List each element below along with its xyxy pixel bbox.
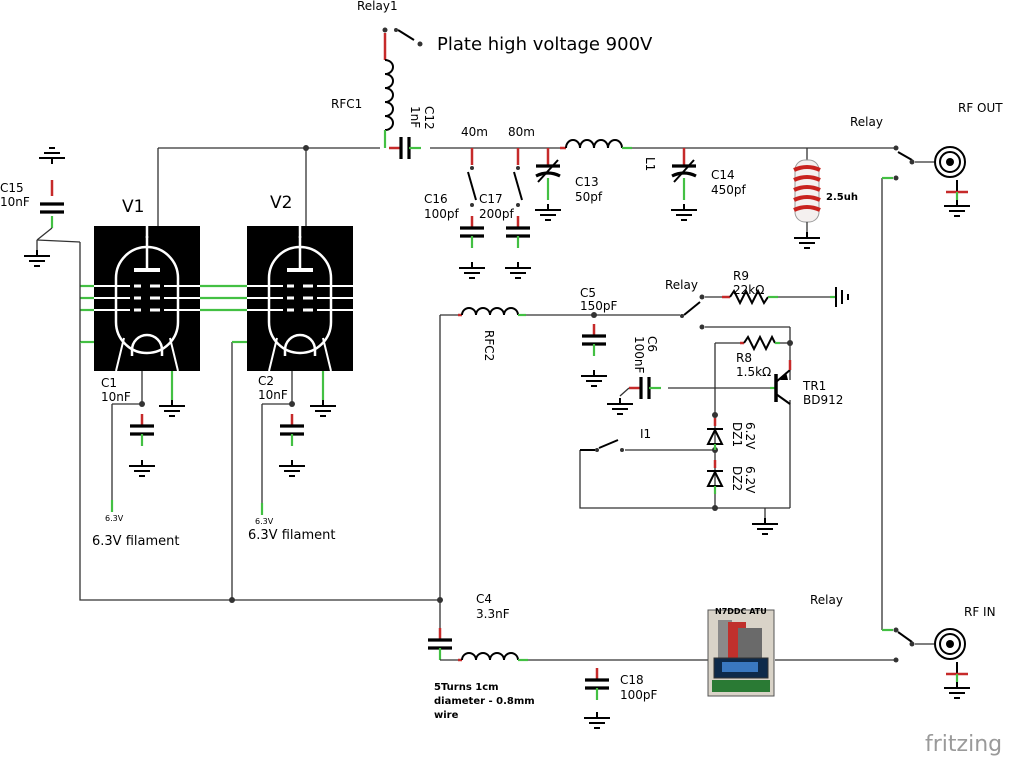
c6-capacitor <box>606 375 663 415</box>
r8-label: R8 <box>736 351 752 365</box>
tube-cathode-grounds <box>141 371 337 417</box>
zener-ground <box>751 508 779 535</box>
c13-value: 50pf <box>575 190 603 204</box>
c15-value: 10nF <box>0 195 30 209</box>
rf-out-connector <box>934 146 971 217</box>
c12-value: 1nF <box>408 106 422 128</box>
c2-value: 10nF <box>258 388 288 402</box>
atu-module <box>707 609 775 697</box>
c1-value: 10nF <box>101 390 131 404</box>
dz2-zener <box>706 460 724 494</box>
c17-value: 200pf <box>479 207 515 221</box>
c14-variable-capacitor <box>670 148 698 221</box>
c4-value: 3.3nF <box>476 607 510 621</box>
c15-capacitor <box>23 147 66 267</box>
c17-label: C17 <box>479 192 503 206</box>
tr1-transistor <box>770 360 792 405</box>
c18-capacitor <box>583 666 611 729</box>
c4-capacitor <box>426 626 458 662</box>
tube-v2 <box>245 221 355 373</box>
c13-label: C13 <box>575 175 599 189</box>
relay1-label: Relay1 <box>357 0 398 13</box>
i1-switch <box>580 439 624 452</box>
filament-1-label: 6.3V filament <box>92 534 179 549</box>
junction-dots <box>139 145 793 603</box>
c4-label: C4 <box>476 592 492 606</box>
c14-label: C14 <box>711 168 735 182</box>
c12-capacitor <box>387 135 423 161</box>
atu-label: N7DDC ATU <box>715 607 767 616</box>
choke-2-5uh <box>793 148 821 249</box>
rfc2-label: RFC2 <box>482 330 496 361</box>
mid-relay-switch <box>680 294 705 330</box>
c17-branch <box>504 148 532 279</box>
c5-capacitor <box>580 322 608 387</box>
c6-value: 100nF <box>632 336 646 374</box>
tr1-value: BD912 <box>803 393 843 407</box>
dz1-label: DZ1 <box>730 422 744 447</box>
rfc1-inductor <box>383 52 394 148</box>
relay-in-label: Relay <box>810 593 843 607</box>
v1-label: V1 <box>122 197 144 217</box>
dz2-label: DZ2 <box>730 466 744 491</box>
filament-supply-pads <box>110 500 264 515</box>
relay1-switch <box>382 27 423 52</box>
c1-capacitor <box>128 412 156 477</box>
c2-capacitor <box>278 412 306 477</box>
dz2-value: 6.2V <box>743 466 757 494</box>
dz1-value: 6.2V <box>743 422 757 450</box>
c15-label: C15 <box>0 181 24 195</box>
supply-pad-1-label: 6.3V <box>105 514 124 523</box>
rf-in-relay <box>882 627 934 663</box>
tube-grid-leads <box>79 242 247 344</box>
relay-out-label: Relay <box>850 115 883 129</box>
rf-in-label: RF IN <box>964 605 996 619</box>
c5-value: 150pF <box>580 299 618 313</box>
coil-note-line2: diameter - 0.8mm <box>434 696 535 707</box>
r9-label: R9 <box>733 269 749 283</box>
dz1-zener <box>706 418 724 450</box>
c16-value: 100pf <box>424 207 460 221</box>
c1-label: C1 <box>101 376 117 390</box>
c6-label: C6 <box>645 336 659 352</box>
supply-pad-2-label: 6.3V <box>255 517 274 526</box>
c12-label: C12 <box>422 106 436 130</box>
c16-branch <box>458 148 486 279</box>
c5-label: C5 <box>580 286 596 300</box>
wires <box>36 147 895 661</box>
plate-voltage-label: Plate high voltage 900V <box>437 34 653 55</box>
tube-v1 <box>92 221 202 373</box>
filament-2-label: 6.3V filament <box>248 528 335 543</box>
rfc1-label: RFC1 <box>331 97 362 111</box>
c18-label: C18 <box>620 673 644 687</box>
c2-label: C2 <box>258 374 274 388</box>
r9-value: 22kΩ <box>733 283 764 297</box>
rf-in-connector <box>934 628 971 699</box>
relay-mid-label: Relay <box>665 278 698 292</box>
v2-label: V2 <box>270 193 292 213</box>
rf-out-label: RF OUT <box>958 101 1003 115</box>
rf-out-relay <box>882 145 934 181</box>
coil-note-line1: 5Turns 1cm <box>434 682 499 693</box>
r8-value: 1.5kΩ <box>736 365 771 379</box>
band-40m-label: 40m <box>461 125 488 139</box>
l1-label: L1 <box>643 157 657 171</box>
coil-note-line3: wire <box>434 710 459 721</box>
c14-value: 450pf <box>711 183 747 197</box>
fritzing-logo: fritzing <box>925 732 1002 757</box>
c13-variable-capacitor <box>534 148 562 221</box>
rfc2-inductor <box>458 307 526 317</box>
c18-value: 100pF <box>620 688 658 702</box>
r9-resistor <box>722 287 849 307</box>
output-coil <box>458 652 528 662</box>
l1-inductor <box>560 139 632 150</box>
c16-label: C16 <box>424 192 448 206</box>
choke-value: 2.5uh <box>826 192 858 203</box>
band-80m-label: 80m <box>508 125 535 139</box>
tr1-label: TR1 <box>802 379 826 393</box>
r8-resistor <box>740 334 780 352</box>
i1-label: I1 <box>640 427 651 441</box>
